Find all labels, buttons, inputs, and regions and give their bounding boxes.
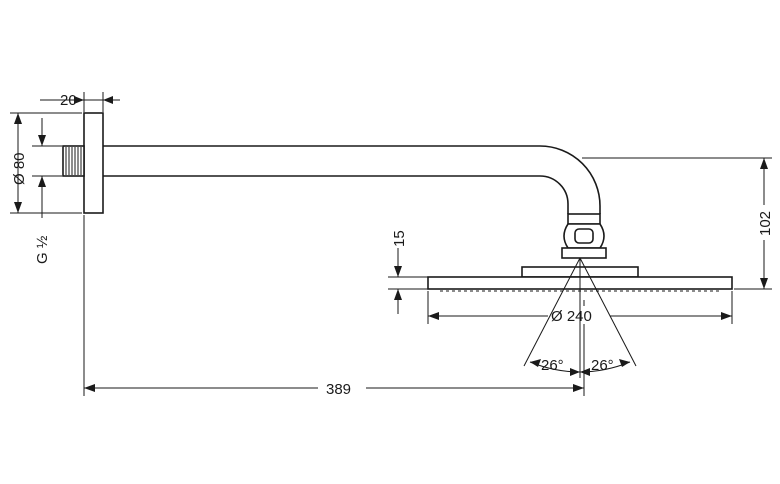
arm-drop-label: 102 <box>757 211 774 236</box>
head-diameter-label: Ø 240 <box>551 308 592 325</box>
shower-arm <box>103 145 607 259</box>
dim-arm-length: 389 <box>83 215 585 398</box>
flange-depth-label: 20 <box>60 92 77 109</box>
dim-thread: G ½ <box>32 118 62 264</box>
arm-length-label: 389 <box>326 381 351 398</box>
tilt-left-label: 26° <box>541 357 564 374</box>
thread-label: G ½ <box>34 235 51 264</box>
flange-diameter-label: Ø 80 <box>11 152 28 185</box>
dim-flange-depth: 20 <box>40 92 120 112</box>
wall-flange <box>62 112 104 214</box>
dim-flange-diameter: Ø 80 <box>10 112 82 214</box>
head-thickness-label: 15 <box>391 230 408 247</box>
dim-arm-drop: 102 <box>582 157 774 290</box>
dim-head-thickness: 15 <box>388 230 428 314</box>
dim-tilt-angles: 26° 26° <box>523 257 637 378</box>
tilt-right-label: 26° <box>591 357 614 374</box>
